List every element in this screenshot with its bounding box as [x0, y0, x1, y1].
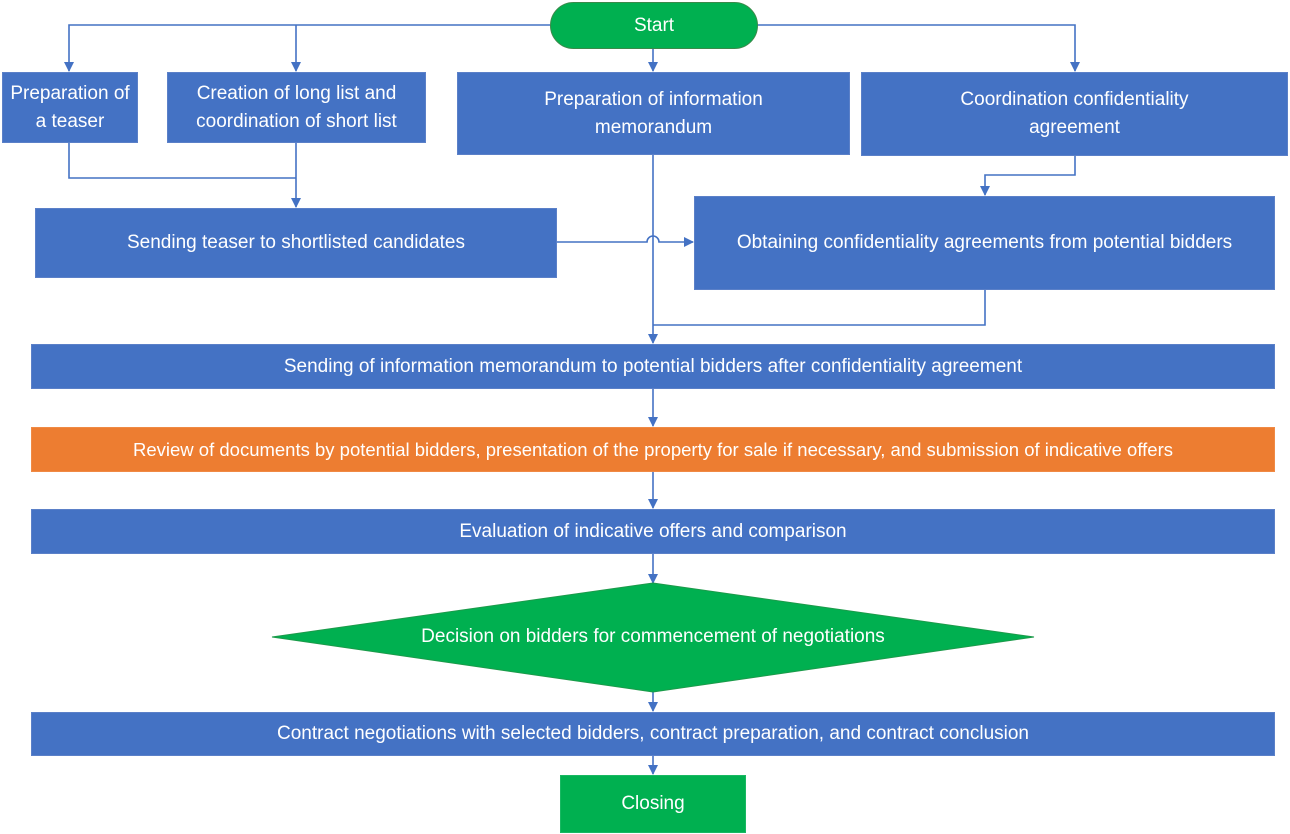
info-memo-node: Preparation of information memorandum [457, 72, 850, 155]
negotiations-node: Contract negotiations with selected bidd… [31, 712, 1275, 756]
teaser-label: Preparation of a teaser [10, 82, 130, 132]
info-memo-label: Preparation of information memorandum [544, 88, 763, 138]
decision-label: Decision on bidders for commencement of … [421, 626, 885, 647]
edge-obtain-nda-send-memo [653, 290, 986, 326]
edge-coord-nda-obtain-nda [980, 155, 1076, 196]
obtain-nda-label: Obtaining confidentiality agreements fro… [736, 232, 1233, 253]
edge-start-teaser [64, 24, 550, 72]
closing-label: Closing [621, 793, 685, 814]
send-teaser-node: Sending teaser to shortlisted candidates [35, 208, 557, 278]
review-label: Review of documents by potential bidders… [133, 438, 1173, 460]
edge-send-teaser-obtain-nda [557, 235, 694, 247]
long-list-node: Creation of long list and coordination o… [167, 72, 426, 143]
evaluation-node: Evaluation of indicative offers and comp… [31, 509, 1275, 554]
coord-nda-label: Coordination confidentiality agreement [960, 89, 1189, 138]
negotiations-label: Contract negotiations with selected bidd… [277, 723, 1029, 744]
closing-node: Closing [560, 775, 746, 833]
evaluation-label: Evaluation of indicative offers and comp… [459, 520, 847, 542]
send-memo-node: Sending of information memorandum to pot… [31, 344, 1275, 389]
obtain-nda-node: Obtaining confidentiality agreements fro… [694, 196, 1275, 290]
long-list-label: Creation of long list and coordination o… [196, 82, 397, 132]
send-memo-label: Sending of information memorandum to pot… [283, 355, 1023, 377]
edge-teaser-send-teaser [68, 143, 296, 179]
start-label: Start [633, 14, 675, 36]
send-teaser-label: Sending teaser to shortlisted candidates [127, 232, 465, 253]
coord-nda-node: Coordination confidentiality agreement [861, 72, 1288, 156]
decision-diamond [271, 582, 1035, 693]
edge-start-coord-nda [757, 24, 1080, 72]
review-node: Review of documents by potential bidders… [31, 427, 1275, 472]
teaser-node: Preparation of a teaser [2, 72, 138, 143]
start-node: Start [550, 2, 758, 49]
decision-node: Decision on bidders for commencement of … [272, 617, 1034, 657]
